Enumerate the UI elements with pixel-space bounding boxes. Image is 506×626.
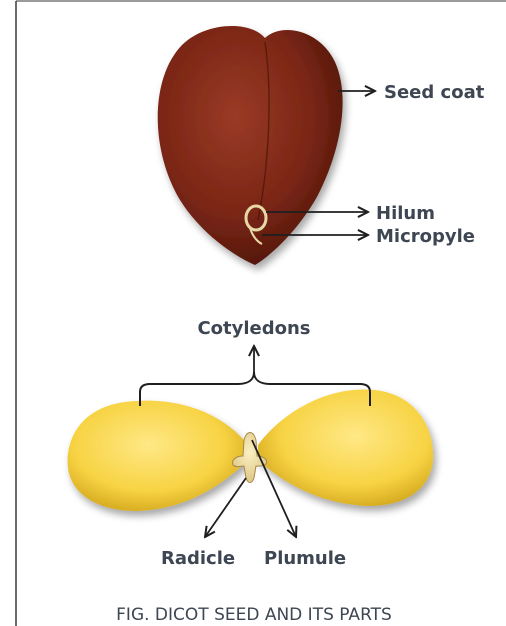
label-micropyle: Micropyle: [376, 226, 475, 247]
figure-caption: FIG. DICOT SEED AND ITS PARTS: [116, 605, 392, 625]
seed-coat-illustration: [158, 26, 343, 265]
label-cotyledons: Cotyledons: [197, 318, 310, 339]
label-seed-coat: Seed coat: [384, 82, 485, 103]
label-hilum: Hilum: [376, 203, 435, 224]
label-plumule: Plumule: [264, 548, 346, 569]
label-radicle: Radicle: [161, 548, 235, 569]
